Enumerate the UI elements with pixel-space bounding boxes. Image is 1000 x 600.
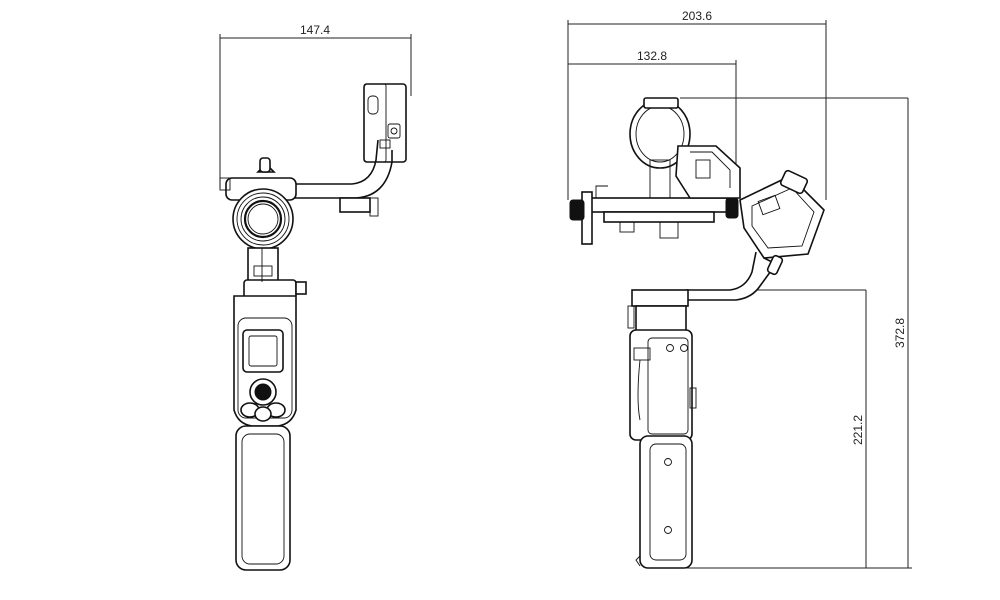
side-handle-top <box>627 289 689 335</box>
front-tilt-motor <box>219 157 297 250</box>
dimension-side-total-width: 203.6 <box>567 9 827 200</box>
side-grip <box>635 435 693 569</box>
label-221-2: 221.2 <box>851 415 865 445</box>
front-arm <box>292 139 393 217</box>
dimension-front-width: 147.4 <box>219 23 412 188</box>
front-grip <box>235 425 291 571</box>
side-roll-ring <box>629 97 691 201</box>
label-203-6: 203.6 <box>682 9 712 23</box>
front-button-center <box>254 406 272 422</box>
front-view: 147.4 <box>219 23 412 571</box>
side-handle-body <box>629 329 697 441</box>
side-camera-plate <box>569 185 739 245</box>
side-tilt-bracket <box>675 145 741 199</box>
label-147-4: 147.4 <box>300 23 330 37</box>
front-pan-column <box>243 247 307 299</box>
label-132-8: 132.8 <box>637 49 667 63</box>
dimension-side-total-height: 372.8 <box>680 97 912 569</box>
front-roll-motor <box>363 83 407 163</box>
dimension-side-handle-height: 221.2 <box>756 289 867 568</box>
side-tilt-motor <box>739 169 825 259</box>
label-372-8: 372.8 <box>893 318 907 348</box>
front-handle-body <box>233 295 297 427</box>
front-screen <box>242 329 284 373</box>
side-arm <box>686 251 784 301</box>
side-view: 203.6 132.8 372.8 221.2 <box>567 9 912 569</box>
